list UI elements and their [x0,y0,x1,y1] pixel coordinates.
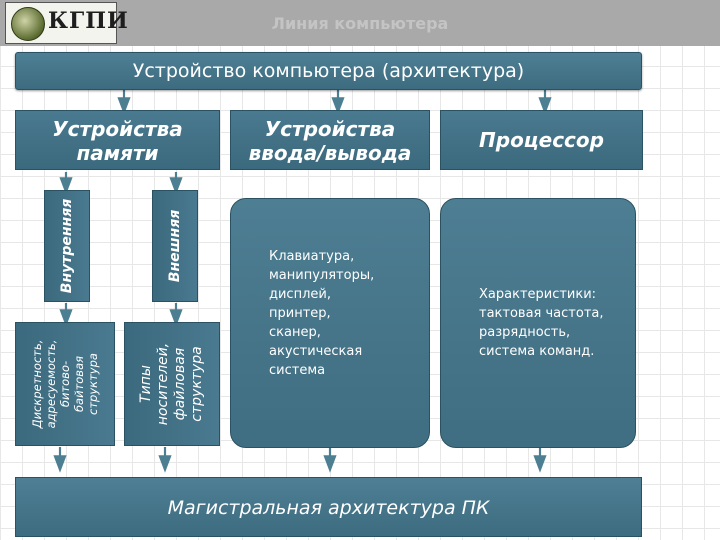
external-memory-box: Внешняя [152,190,198,302]
emblem-icon [11,7,45,41]
internal-detail-line: Дискретность, [30,339,44,429]
io-device-item: Клавиатура, [269,249,355,264]
io-device-item: манипуляторы, [269,268,375,283]
internal-memory-box: Внутренняя [44,190,90,302]
external-memory-details-box: Типы носителей, файловая структура [124,322,220,446]
external-detail-line: носителей, [155,342,171,426]
io-devices-line1: Устройства [264,117,396,141]
institution-logo: КГПИ [5,2,128,44]
internal-detail-line: структура [86,353,100,415]
slide-header-title: Линия компьютера [271,14,449,33]
io-device-item: сканер, [269,325,321,340]
cpu-characteristic-item: Характеристики: [479,287,597,302]
internal-detail-line: битово- [58,360,72,408]
architecture-title: Устройство компьютера (архитектура) [15,52,642,90]
processor-box: Процессор [440,110,643,170]
io-device-item: акустическая [269,344,363,359]
io-devices-list-box: Клавиатура, манипуляторы, дисплей, принт… [230,198,430,448]
io-devices-line2: ввода/вывода [248,141,412,165]
external-memory-label: Внешняя [167,209,183,283]
internal-memory-details: Дискретность, адресуемость, битово- байт… [30,340,100,429]
cpu-characteristic-item: система команд. [479,344,595,359]
io-devices-box: Устройства ввода/вывода [230,110,430,170]
external-detail-line: файловая [172,347,188,421]
processor-characteristics-box: Характеристики: тактовая частота, разряд… [440,198,636,448]
external-memory-details: Типы носителей, файловая структура [138,343,206,425]
internal-memory-details-box: Дискретность, адресуемость, битово- байт… [15,322,115,446]
internal-memory-label: Внутренняя [59,198,75,294]
internal-detail-line: байтовая [72,355,86,413]
processor-label: Процессор [479,128,604,152]
io-device-item: дисплей, [269,287,331,302]
logo-text: КГПИ [48,8,129,34]
cpu-characteristic-item: тактовая частота, [479,306,604,321]
memory-devices-line1: Устройства [52,117,183,141]
internal-detail-line: адресуемость, [44,339,58,429]
system-bus-box: Магистральная архитектура ПК [15,477,642,537]
io-device-item: система [269,363,326,378]
external-detail-line: Типы [138,365,154,403]
external-detail-line: структура [189,346,205,422]
top-bar: КГПИ Линия компьютера [0,0,720,46]
cpu-characteristic-item: разрядность, [479,325,571,340]
memory-devices-box: Устройства памяти [15,110,220,170]
io-device-item: принтер, [269,306,331,321]
memory-devices-line2: памяти [76,141,159,165]
